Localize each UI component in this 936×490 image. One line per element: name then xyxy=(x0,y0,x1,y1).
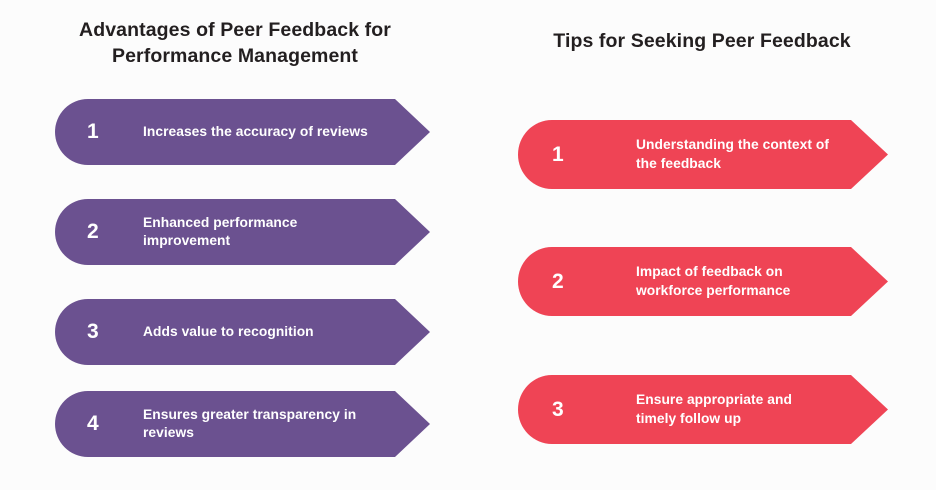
left-column: Advantages of Peer Feedback for Performa… xyxy=(55,19,430,457)
arrow-shape-purple-3 xyxy=(55,299,430,365)
arrow-shape-red-1 xyxy=(518,120,888,189)
right-arrow-item-2[interactable]: 2 Impact of feedback on workforce perfor… xyxy=(518,247,888,316)
right-arrow-label-1: Understanding the context of the feedbac… xyxy=(636,137,830,171)
left-arrow-list: 1 Increases the accuracy of reviews 2 En… xyxy=(55,99,430,457)
arrow-shape-red-3 xyxy=(518,375,888,444)
left-arrow-label-1: Increases the accuracy of reviews xyxy=(143,123,368,139)
left-arrow-label-4: Ensures greater transparency in reviews xyxy=(143,406,357,440)
right-arrow-number-1: 1 xyxy=(552,142,564,166)
right-arrow-number-2: 2 xyxy=(552,269,564,293)
left-arrow-item-2[interactable]: 2 Enhanced performance improvement xyxy=(55,199,430,265)
right-arrow-item-3[interactable]: 3 Ensure appropriate and timely follow u… xyxy=(518,375,888,444)
arrow-shape-purple-1 xyxy=(55,99,430,165)
left-arrow-label-3: Adds value to recognition xyxy=(143,323,314,339)
arrow-shape-red-2 xyxy=(518,247,888,316)
right-arrow-number-3: 3 xyxy=(552,397,564,421)
left-column-title: Advantages of Peer Feedback for Performa… xyxy=(79,19,391,68)
left-arrow-number-1: 1 xyxy=(87,120,99,143)
left-arrow-number-3: 3 xyxy=(87,320,99,343)
right-column: Tips for Seeking Peer Feedback 1 Underst… xyxy=(470,0,936,490)
left-arrow-number-4: 4 xyxy=(87,412,99,435)
left-arrow-item-3[interactable]: 3 Adds value to recognition xyxy=(55,299,430,365)
left-arrow-label-2: Enhanced performance improvement xyxy=(143,214,298,248)
left-arrow-item-4[interactable]: 4 Ensures greater transparency in review… xyxy=(55,391,430,457)
right-arrow-label-2: Impact of feedback on workforce performa… xyxy=(636,264,791,298)
right-arrow-label-3: Ensure appropriate and timely follow up xyxy=(636,392,792,426)
right-arrow-list: 1 Understanding the context of the feedb… xyxy=(470,0,936,490)
left-arrow-item-1[interactable]: 1 Increases the accuracy of reviews xyxy=(55,99,430,165)
arrow-shape-purple-4 xyxy=(55,391,430,457)
left-arrow-number-2: 2 xyxy=(87,220,99,243)
right-arrow-item-1[interactable]: 1 Understanding the context of the feedb… xyxy=(518,120,888,189)
right-column-title: Tips for Seeking Peer Feedback xyxy=(553,30,851,52)
arrow-shape-purple-2 xyxy=(55,199,430,265)
